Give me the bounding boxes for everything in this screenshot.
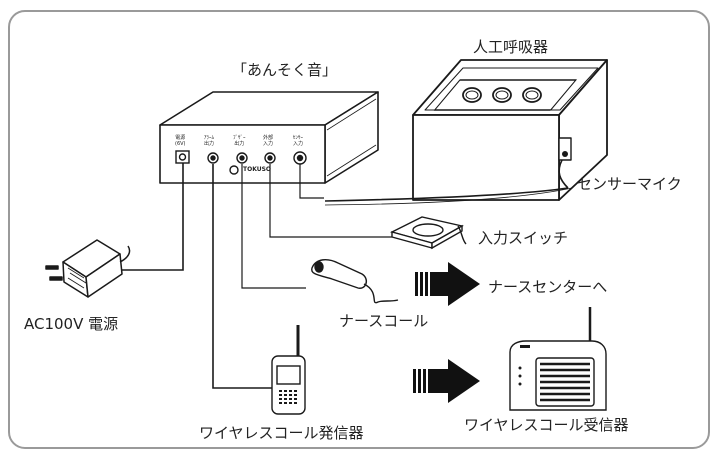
panel-external-line2: 入力	[263, 141, 274, 147]
panel-buzzer-line1: ﾌﾞｻﾞｰ	[233, 135, 246, 141]
brand-name: TOKUSO	[243, 166, 272, 173]
panel-buzzer-line2: 出力	[234, 141, 245, 147]
input-switch-icon	[390, 216, 467, 250]
diagram-frame	[8, 10, 710, 449]
device-jacks	[175, 150, 307, 175]
panel-sensor-line2: 入力	[293, 141, 304, 147]
wireless-receiver-icon	[509, 307, 607, 411]
panel-power-line2: (6V)	[175, 141, 186, 147]
ventilator-icon	[412, 59, 608, 201]
power-label: AC100V 電源	[24, 315, 119, 333]
nurse-center-label: ナースセンターへ	[488, 278, 608, 296]
nurse-call-label: ナースコール	[339, 312, 429, 330]
wires	[140, 159, 573, 389]
input-switch-label: 入力スイッチ	[478, 229, 569, 247]
ventilator-label: 人工呼吸器	[473, 38, 549, 56]
ac-adapter-icon	[45, 239, 140, 298]
nurse-call-icon	[311, 259, 399, 304]
panel-buzzer-label: ﾌﾞｻﾞｰ 出力	[233, 135, 246, 147]
device-title: 「あんそく音」	[232, 61, 338, 79]
wireless-transmitter-icon	[271, 325, 306, 415]
arrow-to-nurse-center-icon	[415, 262, 480, 306]
panel-external-label: 外部 入力	[263, 135, 273, 147]
sensor-mic-label: センサーマイク	[577, 175, 682, 193]
panel-sensor-label: ｾﾝｻｰ 入力	[293, 135, 303, 147]
panel-sensor-line1: ｾﾝｻｰ	[293, 135, 304, 141]
panel-power-label: 電源 (6V)	[175, 135, 186, 147]
panel-alarm-line1: ｱﾗｰﾑ	[204, 135, 215, 141]
brand-logo-icon	[229, 165, 239, 175]
panel-alarm-label: ｱﾗｰﾑ 出力	[204, 135, 214, 147]
arrow-to-receiver-icon	[413, 359, 480, 403]
panel-power-line1: 電源	[175, 135, 186, 141]
wireless-rx-label: ワイヤレスコール受信器	[464, 416, 629, 434]
wireless-tx-label: ワイヤレスコール発信器	[199, 424, 364, 442]
panel-external-line1: 外部	[263, 135, 274, 141]
panel-alarm-line2: 出力	[204, 141, 215, 147]
